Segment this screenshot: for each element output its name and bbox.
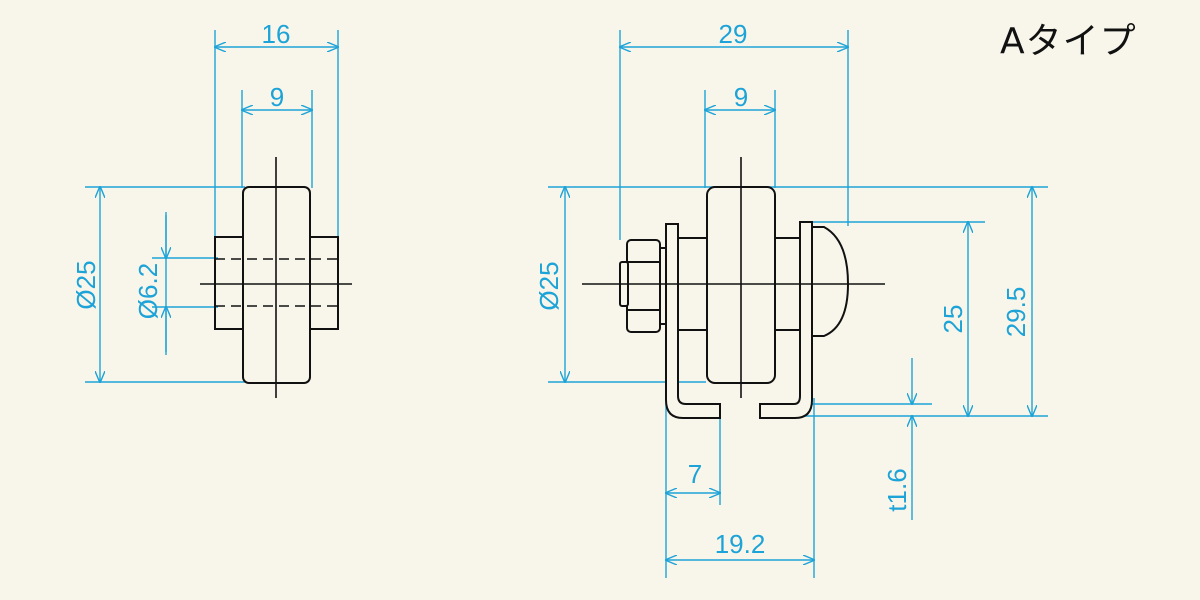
right-dim-7: 7 <box>688 459 702 489</box>
left-view: 16 9 Ø25 Ø6.2 <box>71 19 352 398</box>
right-dim-25: 25 <box>938 305 968 334</box>
right-bolt-head <box>811 226 850 337</box>
left-dim-d25: Ø25 <box>71 260 101 309</box>
right-dim-295: 29.5 <box>1001 287 1031 338</box>
left-dim-9: 9 <box>270 82 284 112</box>
right-dim-t16: t1.6 <box>882 468 912 511</box>
right-dim-d25: Ø25 <box>534 261 564 310</box>
type-title: Aタイプ <box>1000 21 1137 62</box>
right-nut <box>619 239 667 333</box>
right-view: 29 9 Ø25 25 29.5 t1.6 7 19.2 <box>534 19 1048 578</box>
right-bracket-left <box>665 223 721 419</box>
right-extension-lines <box>548 30 1048 578</box>
left-dim-d62: Ø6.2 <box>133 263 163 319</box>
right-dim-192: 19.2 <box>715 529 766 559</box>
left-dim-16: 16 <box>262 19 291 49</box>
right-dim-9: 9 <box>734 82 748 112</box>
right-bracket-right <box>759 221 813 419</box>
right-dim-29: 29 <box>719 19 748 49</box>
